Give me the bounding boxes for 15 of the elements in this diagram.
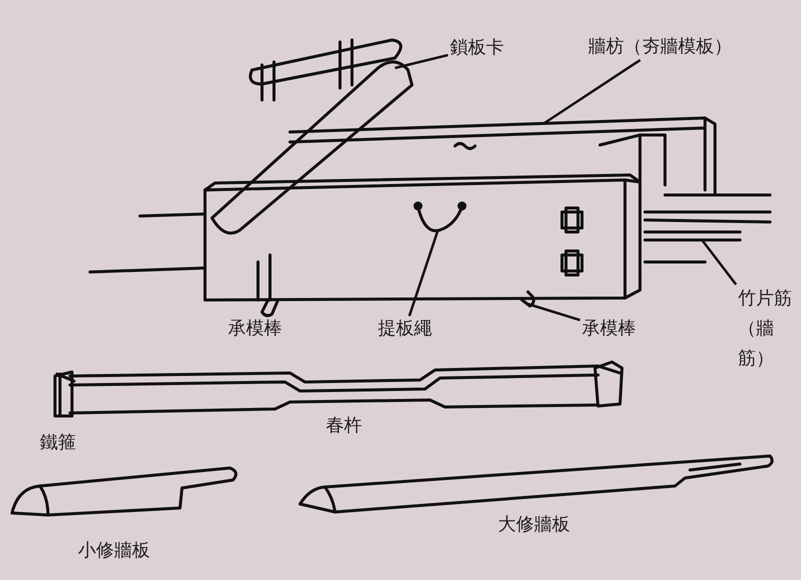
leader-line	[394, 54, 448, 70]
part-label: 承模棒	[582, 318, 636, 340]
leader-line	[408, 230, 440, 316]
tool-label: 大修牆板	[498, 514, 570, 536]
part-label: 春杵	[326, 415, 362, 437]
leader-line	[542, 58, 641, 126]
leader-line	[701, 239, 737, 286]
part-label: 提板繩	[378, 318, 432, 340]
part-label: 鎖板卡	[450, 37, 504, 59]
part-label: 竹片筋（牆筋）	[738, 284, 801, 374]
part-label: 牆枋（夯牆模板）	[588, 36, 732, 58]
tool-label: 小修牆板	[78, 540, 150, 562]
leader-line	[528, 302, 580, 322]
part-label: 鐵箍	[40, 432, 76, 454]
part-label: 承模棒	[228, 318, 282, 340]
